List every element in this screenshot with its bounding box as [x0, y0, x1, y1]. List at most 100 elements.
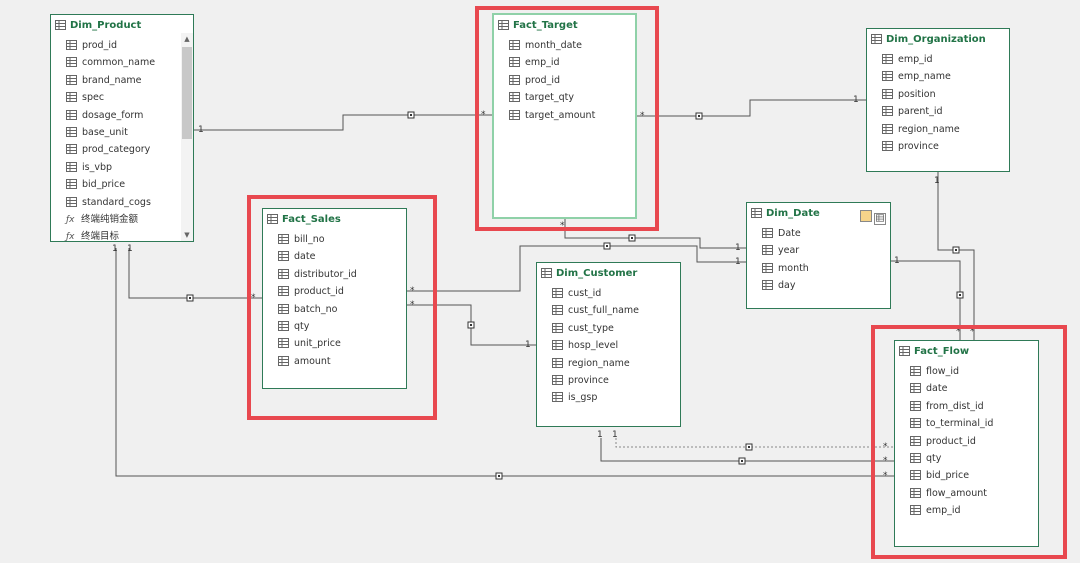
- field-row[interactable]: date: [895, 380, 1038, 397]
- field-name: prod_id: [525, 74, 560, 86]
- relationship-dim_organization-fact_flow[interactable]: [937, 172, 975, 340]
- field-row[interactable]: is_vbp: [51, 159, 193, 176]
- field-row[interactable]: hosp_level: [537, 337, 680, 354]
- relationship-dim_customer-fact_flow[interactable]: [615, 438, 894, 451]
- field-row[interactable]: emp_id: [494, 54, 635, 71]
- table-title[interactable]: Dim_Customer: [537, 263, 680, 285]
- field-row[interactable]: bill_no: [263, 231, 406, 248]
- field-row[interactable]: province: [537, 372, 680, 389]
- field-row[interactable]: distributor_id: [263, 266, 406, 283]
- relationship-dim_customer-fact_sales[interactable]: [407, 304, 536, 346]
- field-row[interactable]: target_amount: [494, 107, 635, 124]
- relationship-dim_date-fact_flow[interactable]: [891, 260, 964, 340]
- relationship-line[interactable]: [937, 172, 975, 340]
- relationship-dim_date-fact_target[interactable]: [564, 219, 746, 249]
- field-row[interactable]: emp_name: [867, 68, 1009, 85]
- relationship-dim_product-fact_flow[interactable]: [115, 248, 894, 480]
- field-icon: [552, 374, 563, 391]
- field-row[interactable]: flow_amount: [895, 485, 1038, 502]
- scroll-down-icon[interactable]: ▼: [184, 231, 190, 239]
- table-title[interactable]: Fact_Flow: [895, 341, 1038, 363]
- vertical-scrollbar[interactable]: ▲▼: [181, 33, 193, 241]
- field-row[interactable]: target_qty: [494, 89, 635, 106]
- field-row[interactable]: Date: [747, 225, 890, 242]
- relationship-line[interactable]: [600, 438, 894, 462]
- field-row[interactable]: bid_price: [895, 467, 1038, 484]
- field-row[interactable]: brand_name: [51, 72, 193, 89]
- relationship-dim_product-fact_sales[interactable]: [128, 248, 262, 302]
- field-row[interactable]: cust_type: [537, 320, 680, 337]
- scroll-up-icon[interactable]: ▲: [184, 35, 190, 43]
- field-row[interactable]: dosage_form: [51, 107, 193, 124]
- relationship-line[interactable]: [194, 114, 492, 131]
- field-row[interactable]: common_name: [51, 54, 193, 71]
- field-row[interactable]: flow_id: [895, 363, 1038, 380]
- relationship-line[interactable]: [564, 219, 746, 249]
- field-row[interactable]: emp_id: [895, 502, 1038, 519]
- field-row[interactable]: region_name: [867, 121, 1009, 138]
- field-row[interactable]: is_gsp: [537, 389, 680, 406]
- field-row[interactable]: amount: [263, 353, 406, 370]
- relationship-dim_product-fact_target[interactable]: [194, 111, 492, 131]
- field-row[interactable]: unit_price: [263, 335, 406, 352]
- field-row[interactable]: date: [263, 248, 406, 265]
- field-row[interactable]: month: [747, 260, 890, 277]
- field-name: emp_id: [525, 57, 560, 69]
- field-row[interactable]: to_terminal_id: [895, 415, 1038, 432]
- calendar-icon[interactable]: [860, 210, 872, 222]
- field-row[interactable]: parent_id: [867, 103, 1009, 120]
- field-row[interactable]: base_unit: [51, 124, 193, 141]
- field-row[interactable]: prod_id: [494, 72, 635, 89]
- table-title[interactable]: Dim_Organization: [867, 29, 1009, 51]
- relationship-dim_customer-fact_flow[interactable]: [600, 438, 894, 465]
- relationship-line[interactable]: [615, 438, 894, 448]
- field-row[interactable]: year: [747, 242, 890, 259]
- relationship-line[interactable]: [891, 260, 961, 340]
- field-row[interactable]: product_id: [895, 433, 1038, 450]
- filter-direction-dot: [748, 446, 750, 448]
- field-row[interactable]: spec: [51, 89, 193, 106]
- field-row[interactable]: standard_cogs: [51, 194, 193, 211]
- field-row[interactable]: batch_no: [263, 301, 406, 318]
- field-name: target_qty: [525, 92, 575, 104]
- field-row[interactable]: region_name: [537, 355, 680, 372]
- relationship-line[interactable]: [115, 248, 894, 477]
- field-icon: [552, 287, 563, 304]
- scroll-thumb[interactable]: [182, 47, 192, 139]
- field-row[interactable]: bid_price: [51, 176, 193, 193]
- table-title[interactable]: Dim_Date: [747, 203, 890, 225]
- field-row[interactable]: product_id: [263, 283, 406, 300]
- field-icon: [509, 91, 520, 108]
- field-row[interactable]: emp_id: [867, 51, 1009, 68]
- table-title[interactable]: Fact_Target: [494, 15, 635, 37]
- field-row[interactable]: cust_full_name: [537, 302, 680, 319]
- field-row[interactable]: province: [867, 138, 1009, 155]
- field-row[interactable]: from_dist_id: [895, 398, 1038, 415]
- relationship-dim_date-fact_sales[interactable]: [407, 242, 746, 292]
- field-row[interactable]: cust_id: [537, 285, 680, 302]
- field-row[interactable]: month_date: [494, 37, 635, 54]
- field-row[interactable]: day: [747, 277, 890, 294]
- field-row[interactable]: prod_category: [51, 141, 193, 158]
- field-row[interactable]: prod_id: [51, 37, 193, 54]
- field-name: prod_category: [82, 144, 151, 156]
- field-row[interactable]: position: [867, 86, 1009, 103]
- field-row[interactable]: qty: [263, 318, 406, 335]
- table-title[interactable]: Fact_Sales: [263, 209, 406, 231]
- relationship-dim_organization-fact_target[interactable]: [637, 99, 866, 120]
- relationship-line[interactable]: [128, 248, 262, 299]
- table-title[interactable]: Dim_Product: [51, 15, 193, 37]
- measure-icon: ƒx: [66, 214, 75, 225]
- grid-icon[interactable]: [874, 213, 886, 225]
- field-row[interactable]: qty: [895, 450, 1038, 467]
- relationship-line[interactable]: [637, 99, 866, 117]
